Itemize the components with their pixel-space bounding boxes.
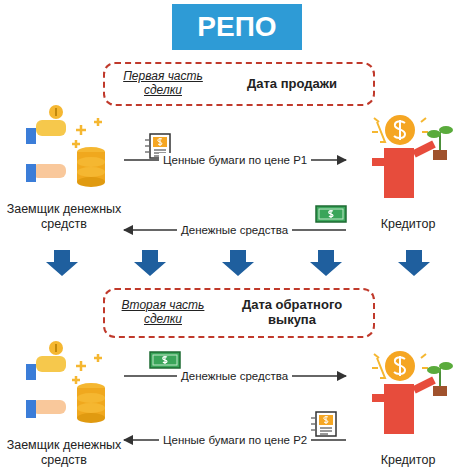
phase-date: Дата обратного выкупа: [221, 298, 363, 328]
party-figure: Заемщик денежных средств: [4, 344, 124, 470]
party-figure: Заемщик денежных средств: [4, 108, 124, 234]
flow-label: Ценные бумаги по цене P2: [159, 433, 311, 447]
phase-box: Первая часть сделки Дата продажи: [103, 62, 375, 106]
party-name: Заемщик денежных средств: [4, 202, 124, 234]
phase-box: Вторая часть сделки Дата обратного выкупа: [103, 288, 375, 338]
title-banner: РЕПО: [172, 4, 302, 50]
phase-name: Первая часть сделки: [115, 70, 211, 98]
party-figure: Кредитор: [346, 344, 470, 470]
party-figure: Кредитор: [346, 108, 470, 234]
phase-name: Вторая часть сделки: [115, 299, 211, 327]
party-name: Кредитор: [381, 217, 436, 234]
party-name: Заемщик денежных средств: [4, 438, 124, 470]
flow-label: Ценные бумаги по цене P1: [159, 153, 311, 167]
phase-date: Дата продажи: [221, 77, 363, 92]
flow-label: Денежные средства: [177, 369, 292, 383]
party-name: Кредитор: [381, 453, 436, 470]
title: РЕПО: [197, 11, 276, 43]
flow-label: Денежные средства: [177, 223, 292, 237]
